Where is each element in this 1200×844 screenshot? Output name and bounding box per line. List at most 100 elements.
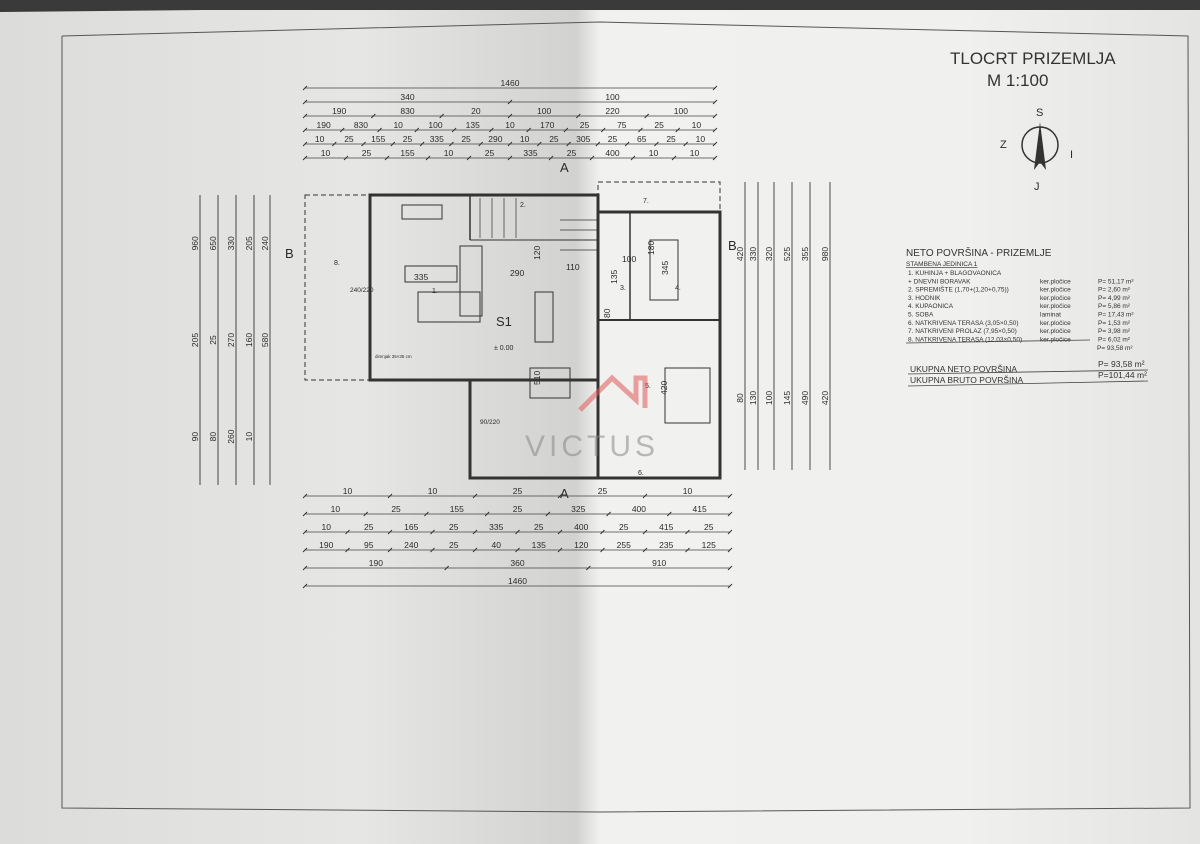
room-labels: 8. 1. 2. 3. 4. 5. 6. 7. S1 ± 0.00 dimnja… bbox=[334, 198, 681, 477]
drawing-scale: M 1:100 bbox=[987, 71, 1048, 90]
dimension-label: 10 bbox=[692, 120, 702, 130]
dimension-label: 25 bbox=[208, 335, 218, 345]
dimension-label: 190 bbox=[332, 106, 346, 116]
dimension-label: 240 bbox=[404, 540, 418, 550]
dimension-label: 25 bbox=[344, 134, 354, 144]
dimension-label: 305 bbox=[576, 134, 590, 144]
dimension-label: 25 bbox=[704, 522, 714, 532]
dimension-label: 10 bbox=[321, 148, 331, 158]
right-dimension: 145 bbox=[782, 182, 793, 470]
dimension-label: 325 bbox=[571, 504, 585, 514]
dimension-label: 910 bbox=[652, 558, 666, 568]
dimension-label: 10 bbox=[315, 134, 325, 144]
dimension-label: 10 bbox=[520, 134, 530, 144]
right-dimension: 130 bbox=[748, 182, 759, 470]
drawing-title: TLOCRT PRIZEMLJA bbox=[950, 49, 1116, 68]
dimension-label: 25 bbox=[666, 134, 676, 144]
dimension-label: 10 bbox=[649, 148, 659, 158]
dimension-label: 10 bbox=[505, 120, 515, 130]
dimension-label: 335 bbox=[489, 522, 503, 532]
dimension-label: 170 bbox=[540, 120, 554, 130]
left-dimension: 10 bbox=[244, 195, 255, 485]
room-name: 8. NATKRIVENA TERASA (12,03×0,50) bbox=[908, 336, 1022, 343]
dimension-label: 90 bbox=[190, 432, 200, 442]
dimension-label: 25 bbox=[461, 134, 471, 144]
room-area: P= 5,86 m² bbox=[1098, 303, 1131, 310]
dimension-label: 155 bbox=[371, 134, 385, 144]
svg-text:J: J bbox=[1034, 181, 1040, 193]
room-area: P= 3,98 m² bbox=[1098, 328, 1131, 335]
dimension-label: 10 bbox=[690, 148, 700, 158]
svg-text:5.: 5. bbox=[645, 383, 651, 390]
dimension-label: 25 bbox=[534, 522, 544, 532]
dimension-label: 335 bbox=[430, 134, 444, 144]
room-name: 7. NATKRIVENI PROLAZ (7,95×0,50) bbox=[908, 328, 1017, 335]
left-dimension: 580 bbox=[260, 195, 271, 485]
dimension-label: 25 bbox=[485, 148, 495, 158]
dimension-label: 10 bbox=[331, 504, 341, 514]
room-area: P= 1,53 m² bbox=[1098, 320, 1131, 327]
dimension-label: 10 bbox=[428, 486, 438, 496]
svg-text:290: 290 bbox=[510, 268, 524, 278]
dimension-label: 260 bbox=[226, 429, 236, 443]
dimension-label: 330 bbox=[226, 236, 236, 250]
svg-text:6.: 6. bbox=[638, 470, 644, 477]
svg-text:1.: 1. bbox=[432, 288, 438, 295]
svg-text:120: 120 bbox=[532, 246, 542, 260]
svg-text:Z: Z bbox=[1000, 139, 1007, 151]
dimension-label: 335 bbox=[523, 148, 537, 158]
dimension-label: 100 bbox=[764, 391, 774, 405]
dimension-label: 135 bbox=[532, 540, 546, 550]
svg-text:S1: S1 bbox=[496, 314, 512, 329]
svg-text:420: 420 bbox=[659, 381, 669, 395]
svg-text:510: 510 bbox=[532, 371, 542, 385]
svg-text:8.: 8. bbox=[334, 260, 340, 267]
paper-sheet bbox=[0, 4, 1200, 844]
room-area: P= 4,99 m² bbox=[1098, 295, 1131, 302]
area-table-row: 8. NATKRIVENA TERASA (12,03×0,50) ker.plo… bbox=[908, 336, 1131, 343]
dimension-label: 10 bbox=[696, 134, 706, 144]
dimension-label: 420 bbox=[735, 247, 745, 261]
sheet-border bbox=[61, 21, 1191, 813]
svg-text:I: I bbox=[1070, 149, 1073, 161]
right-dimension: 490 bbox=[800, 182, 811, 470]
right-dimension: 100 bbox=[764, 182, 775, 470]
dimension-label: 100 bbox=[674, 106, 688, 116]
dimension-label: 155 bbox=[450, 504, 464, 514]
svg-text:345: 345 bbox=[660, 261, 670, 275]
dimension-label: 320 bbox=[764, 247, 774, 261]
room-material: ker.pločice bbox=[1040, 336, 1071, 343]
dimension-label: 135 bbox=[466, 120, 480, 130]
dimension-label: 25 bbox=[513, 504, 523, 514]
dimension-label: 10 bbox=[444, 148, 454, 158]
dimension-label: 25 bbox=[391, 504, 401, 514]
compass-icon: S Z I J bbox=[1000, 107, 1073, 193]
dimension-label: 290 bbox=[488, 134, 502, 144]
room-name: 2. SPREMIŠTE (1,70+(1,20+0,75)) bbox=[908, 285, 1009, 294]
dimension-label: 400 bbox=[632, 504, 646, 514]
dimension-label: 830 bbox=[354, 120, 368, 130]
dimension-label: 25 bbox=[403, 134, 413, 144]
dimension-label: 205 bbox=[244, 236, 254, 250]
dimension-label: 130 bbox=[748, 391, 758, 405]
right-dimension: 420 bbox=[820, 182, 831, 470]
dimension-label: 190 bbox=[319, 540, 333, 550]
dimension-label: 160 bbox=[244, 333, 254, 347]
dimension-label: 525 bbox=[782, 247, 792, 261]
dimension-label: 25 bbox=[362, 148, 372, 158]
dimension-label: 220 bbox=[605, 106, 619, 116]
svg-text:B: B bbox=[285, 246, 294, 261]
dimension-label: 415 bbox=[693, 504, 707, 514]
dimension-label: 75 bbox=[617, 120, 627, 130]
dimension-label: 330 bbox=[748, 247, 758, 261]
